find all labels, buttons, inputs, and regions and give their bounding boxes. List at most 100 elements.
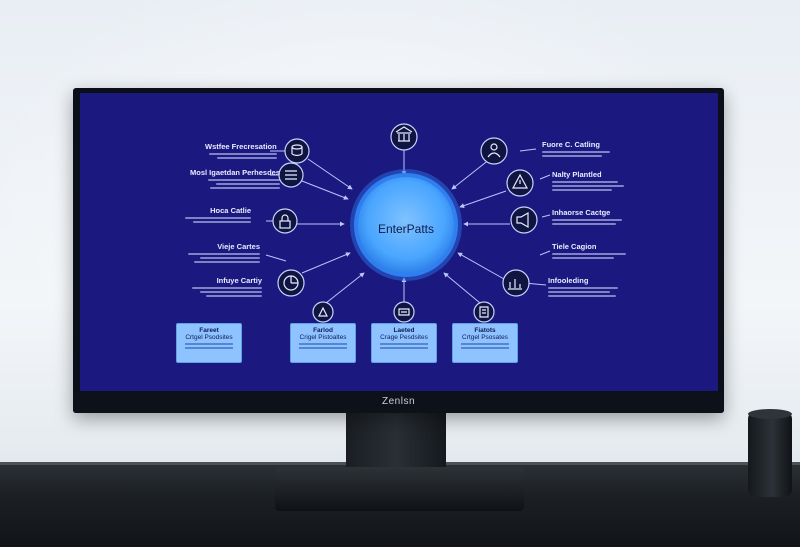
connector-line bbox=[541, 214, 551, 218]
left-label-title: Hoca Catlie bbox=[210, 206, 251, 215]
text-line bbox=[299, 347, 347, 349]
connector-line bbox=[265, 254, 287, 262]
monitor-stand-neck bbox=[346, 412, 446, 476]
left-label-title: Infuye Cartiy bbox=[216, 276, 262, 285]
chart-glyph bbox=[508, 279, 522, 290]
monitor-brand-logo: Zenlsn bbox=[381, 396, 415, 407]
monitor-stand-base bbox=[275, 467, 524, 511]
info-card[interactable]: Laeted Crage Pesdsites bbox=[371, 323, 437, 363]
text-line bbox=[380, 343, 428, 345]
right-label-title: Nalty Plantled bbox=[552, 170, 602, 179]
hub-label: EnterPatts bbox=[377, 222, 435, 236]
connector-line bbox=[443, 272, 481, 304]
right-label-title: Inhaorse Cactge bbox=[552, 208, 611, 217]
card-title: Fareet bbox=[199, 327, 219, 334]
person-icon[interactable] bbox=[480, 137, 508, 165]
network-glyph bbox=[318, 306, 328, 317]
connector-line bbox=[301, 252, 351, 274]
text-line bbox=[548, 287, 618, 289]
connector-line bbox=[451, 158, 491, 190]
connector-line bbox=[325, 272, 365, 304]
text-line bbox=[552, 219, 622, 221]
chart-icon[interactable] bbox=[502, 269, 530, 297]
text-line bbox=[552, 181, 618, 183]
text-line bbox=[200, 257, 260, 259]
text-line bbox=[192, 287, 262, 289]
database-glyph-body bbox=[291, 147, 303, 157]
left-label-title: Mosl Igaetdan Perhesdes bbox=[190, 168, 281, 177]
connector-line bbox=[457, 252, 505, 280]
right-label: Fuore C. Catling bbox=[542, 141, 610, 159]
card-subtitle: Crage Pesdsites bbox=[380, 334, 428, 341]
left-label: Wstfee Frecresation bbox=[205, 143, 277, 161]
info-card[interactable]: Fareet Crtgel Psodsites bbox=[176, 323, 242, 363]
text-line bbox=[552, 257, 614, 259]
connector-line bbox=[539, 250, 551, 256]
network-icon[interactable] bbox=[312, 301, 334, 323]
monitor-chin: Zenlsn bbox=[73, 392, 724, 413]
text-line bbox=[185, 347, 233, 349]
text-line bbox=[542, 151, 610, 153]
lock-glyph-body bbox=[279, 220, 291, 229]
text-line bbox=[185, 343, 233, 345]
network-diagram bbox=[265, 123, 551, 323]
card-subtitle: Crtgel Psodsites bbox=[185, 334, 233, 341]
text-line bbox=[542, 155, 602, 157]
right-label-title: Tiele Cagion bbox=[552, 242, 597, 251]
left-label: Vieje Cartes bbox=[188, 243, 260, 265]
right-label-title: Infooleding bbox=[548, 276, 589, 285]
connector-line bbox=[301, 180, 349, 200]
card-title: Laeted bbox=[393, 327, 415, 334]
card-title: Farlod bbox=[313, 327, 333, 334]
alert-glyph bbox=[511, 173, 529, 189]
text-line bbox=[552, 189, 612, 191]
text-line bbox=[461, 343, 509, 345]
right-label-title: Fuore C. Catling bbox=[542, 140, 600, 149]
right-label: Nalty Plantled bbox=[552, 171, 624, 193]
left-label-title: Wstfee Frecresation bbox=[205, 142, 277, 151]
speaker bbox=[748, 411, 792, 497]
right-label: Tiele Cagion bbox=[552, 243, 626, 261]
connector-lines bbox=[265, 148, 551, 304]
document-icon[interactable] bbox=[473, 301, 495, 323]
text-line bbox=[208, 153, 277, 155]
text-line bbox=[200, 291, 262, 293]
text-line bbox=[552, 253, 626, 255]
megaphone-glyph bbox=[516, 211, 529, 229]
text-line bbox=[548, 291, 610, 293]
text-line bbox=[380, 347, 428, 349]
info-card[interactable]: Fiatots Crtgel Psosates bbox=[452, 323, 518, 363]
text-line bbox=[188, 253, 260, 255]
text-line bbox=[206, 295, 262, 297]
pie-glyph-slice bbox=[290, 276, 298, 284]
storage-glyph bbox=[398, 308, 410, 316]
lock-glyph-shackle bbox=[281, 214, 289, 221]
text-line bbox=[461, 347, 509, 349]
stack-glyph bbox=[285, 170, 297, 180]
text-line bbox=[208, 179, 281, 181]
connector-line bbox=[307, 158, 353, 190]
text-line bbox=[194, 261, 260, 263]
text-line bbox=[185, 217, 251, 219]
right-label: Inhaorse Cactge bbox=[552, 209, 622, 227]
bank-glyph bbox=[395, 126, 413, 142]
connector-line bbox=[539, 174, 551, 180]
card-subtitle: Crtgel Psosates bbox=[462, 334, 508, 341]
megaphone-icon[interactable] bbox=[510, 206, 538, 234]
text-line bbox=[548, 295, 616, 297]
card-title: Fiatots bbox=[474, 327, 496, 334]
info-card[interactable]: Farlod Crigel Pistoaltes bbox=[290, 323, 356, 363]
connector-line bbox=[459, 190, 507, 208]
left-label: Mosl Igaetdan Perhesdes bbox=[190, 168, 281, 191]
node-glyphs bbox=[279, 126, 529, 318]
speaker-top bbox=[748, 409, 792, 419]
text-line bbox=[210, 187, 281, 189]
text-line bbox=[552, 223, 616, 225]
person-glyph-body bbox=[487, 152, 501, 158]
monitor-screen: EnterPatts Wstfee Frecresation Mosl Igae… bbox=[80, 93, 718, 391]
database-icon[interactable] bbox=[284, 138, 310, 164]
right-label: Infooleding bbox=[548, 277, 618, 299]
left-label: Hoca Catlie bbox=[185, 207, 251, 225]
text-line bbox=[552, 185, 624, 187]
text-line bbox=[299, 343, 347, 345]
